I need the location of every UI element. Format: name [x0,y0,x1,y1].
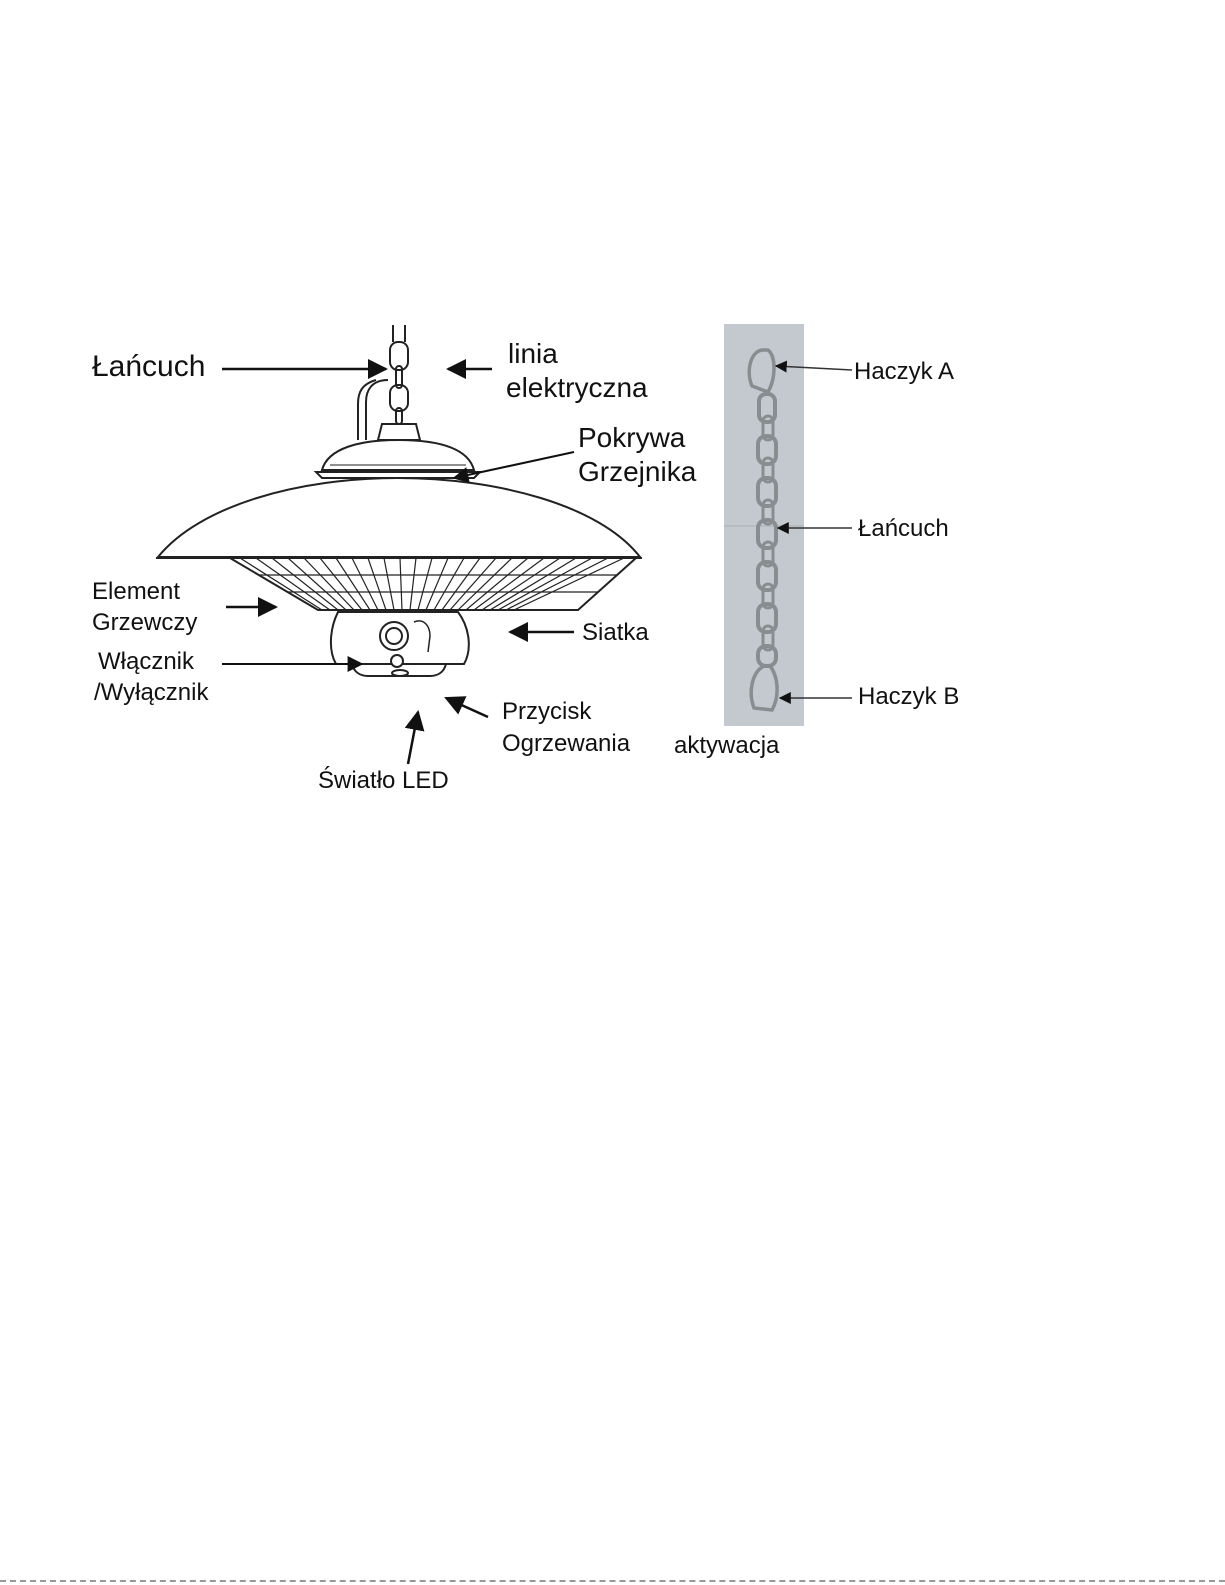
heater-shade-drawing [158,478,640,557]
label-activation: aktywacja [674,732,779,760]
page-bottom-rule [0,1580,1225,1582]
label-heating-element-2: Grzewczy [92,609,197,637]
heating-element-drawing [230,558,636,610]
label-chain: Łańcuch [92,350,205,384]
label-hook-b: Haczyk B [858,683,959,711]
heater-chain-drawing [390,325,408,424]
label-heating-button-1: Przycisk [502,698,591,726]
label-led-light: Światło LED [318,767,449,795]
arrow-led-light [408,712,418,764]
label-power-line-2: elektryczna [506,371,648,404]
on-off-knob-drawing [380,622,408,650]
label-power-line-1: linia [508,337,558,370]
label-switch-2: /Wyłącznik [94,679,208,707]
arrow-heating-button [446,698,488,717]
label-heating-button-2: Ogrzewania [502,730,630,758]
chain-photo [724,324,852,726]
label-chain-photo: Łańcuch [858,515,949,543]
label-heater-cover-2: Grzejnika [578,455,696,488]
label-heating-element-1: Element [92,578,180,606]
label-switch-1: Włącznik [98,648,194,676]
label-mesh: Siatka [582,619,649,647]
label-hook-a: Haczyk A [854,358,954,386]
label-heater-cover-1: Pokrywa [578,421,685,454]
heating-button-drawing [391,655,403,667]
